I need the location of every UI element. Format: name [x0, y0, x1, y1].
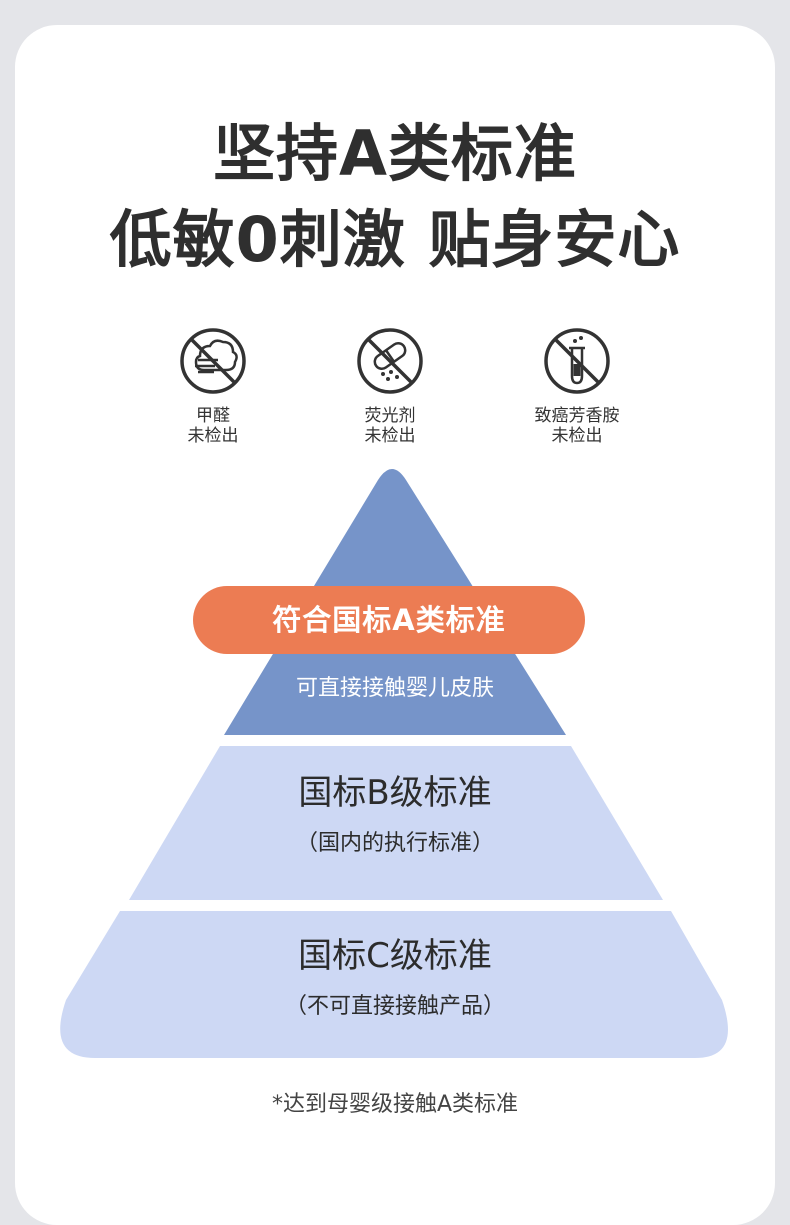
grade-a-desc: 可直接接触婴儿皮肤	[295, 676, 494, 701]
badge-fluorescent: 荧光剂 未检出	[305, 326, 475, 446]
badge-line2: 未检出	[551, 426, 603, 446]
badge-line1: 致癌芳香胺	[534, 406, 620, 426]
pyramid-tier-bottom	[60, 911, 728, 1058]
pyramid-tier-middle	[129, 746, 663, 900]
badge-formaldehyde: 甲醛 未检出	[128, 326, 298, 446]
grade-c-label: 国标C级标准	[298, 936, 492, 976]
no-carcinogenic-amine-icon	[544, 328, 610, 394]
no-formaldehyde-icon	[180, 328, 246, 394]
badge-line2: 未检出	[187, 426, 239, 446]
badge-line2: 未检出	[364, 426, 416, 446]
badge-line1: 荧光剂	[364, 406, 416, 426]
headline-line1: 坚持A类标准	[213, 117, 577, 190]
grade-a-label: 符合国标A类标准	[193, 586, 585, 654]
footnote: *达到母婴级接触A类标准	[271, 1092, 519, 1117]
grade-b-desc: （国内的执行标准）	[295, 831, 494, 856]
headline-line2: 低敏0刺激 贴身安心	[109, 203, 681, 276]
grade-c-desc: （不可直接接触产品）	[284, 994, 505, 1019]
grade-b-label: 国标B级标准	[298, 773, 492, 813]
badge-line1: 甲醛	[196, 406, 230, 426]
no-fluorescent-agent-icon	[357, 328, 423, 394]
badge-amine: 致癌芳香胺 未检出	[492, 326, 662, 446]
